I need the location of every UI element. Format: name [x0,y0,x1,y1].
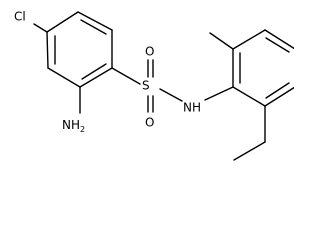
n-ring-bond [204,86,234,101]
amine-subscript: 2 [80,125,85,134]
chemical-structure-diagram: Cl NH2 S O O NH [14,10,294,161]
methyl-bond [209,32,234,50]
s-n-bond [159,88,183,102]
nh-label: NH [183,101,201,115]
ring-to-sulfur-bond [111,67,141,85]
dimethylphenyl-ring [232,29,294,107]
oxygen-top-label: O [145,45,154,59]
amine-nh: NH [62,118,80,132]
sulfur-label: S [142,79,150,93]
cl-bond [33,23,48,33]
oxygen-bottom-label: O [145,116,154,130]
ethyl-bond-2 [233,141,266,161]
chlorobenzene-ring [46,11,113,88]
amine-label: NH2 [62,118,85,134]
chlorine-label: Cl [14,10,26,24]
